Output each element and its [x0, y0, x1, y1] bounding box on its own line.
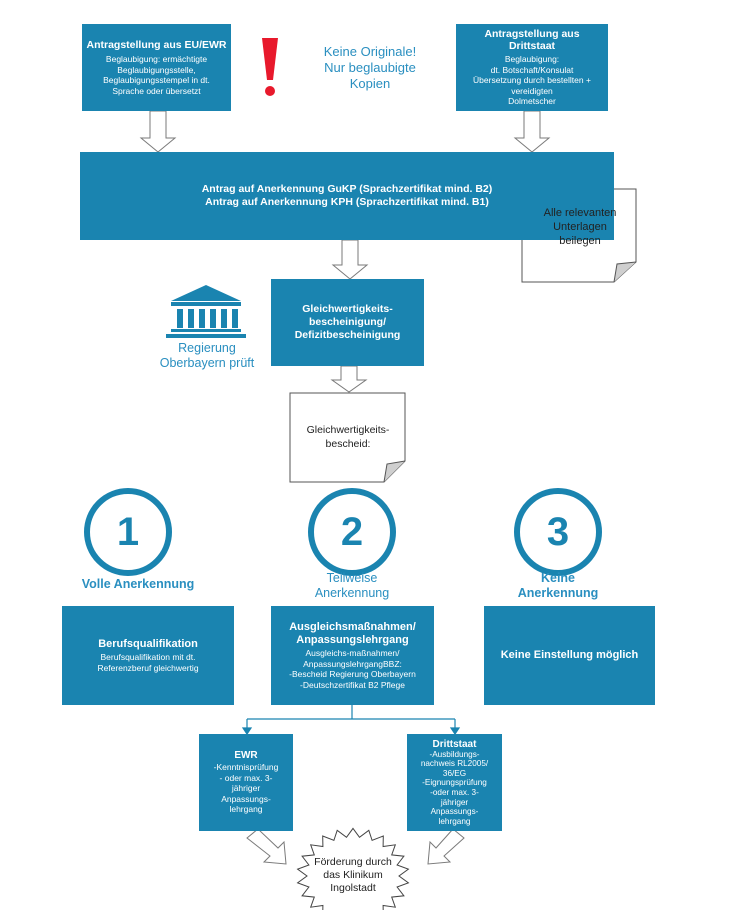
- arrow-down-left-top: [139, 110, 177, 153]
- warning-line: Kopien: [349, 76, 391, 91]
- partial-box-line: Ausgleichs-maßnahmen/: [305, 648, 400, 658]
- funding-line: Ingolstadt: [330, 882, 376, 894]
- third-country-line: vereidigten: [511, 85, 553, 96]
- partial-box-line: -Deutschzertifikat B2 Pflege: [300, 679, 405, 690]
- outcome-label-line: Teilweise: [326, 571, 378, 585]
- partial-box-title: Ausgleichsmaßnahmen/: [289, 621, 416, 633]
- outcome-label-1: Volle Anerkennung: [58, 577, 218, 592]
- arrow-down-right-top: [513, 110, 551, 153]
- ewr-box-line: lehrgang: [229, 804, 263, 815]
- partial-box-line: -Bescheid Regierung Oberbayern: [289, 669, 416, 679]
- decision-note-line: bescheid:: [325, 438, 371, 450]
- full-recognition-box: Berufsqualifikation Berufsqualifikation …: [62, 606, 234, 705]
- warning-line: Nur beglaubigte: [324, 60, 416, 75]
- equivalence-box: Gleichwertigkeits- bescheinigung/ Defizi…: [271, 279, 424, 366]
- third-country-title: Drittstaat: [508, 40, 556, 53]
- third-box-title: Drittstaat: [432, 738, 477, 750]
- equivalence-line: Defizitbescheinigung: [294, 329, 401, 341]
- government-building-icon: [166, 285, 246, 338]
- outcome-number-3: 3: [546, 510, 570, 554]
- third-box-line: -Ausbildungs-: [429, 749, 480, 759]
- ewr-box: EWR -Kenntnisprüfung - oder max. 3- jähr…: [199, 734, 293, 831]
- third-box-line: Anpassungs-: [430, 807, 479, 817]
- ewr-box-line: Anpassungs-: [221, 793, 271, 804]
- full-box-title: Berufsqualifikation: [98, 638, 198, 650]
- eu-ewr-line: Beglaubigungsstelle,: [117, 64, 196, 75]
- third-box-line: 36/EG: [442, 768, 467, 778]
- eu-ewr-title: Antragstellung aus EU/EWR: [86, 39, 227, 51]
- application-line: Antrag auf Anerkennung KPH (Sprachzertif…: [205, 196, 489, 208]
- third-country-line: dt. Botschaft/Konsulat: [490, 64, 574, 75]
- eu-ewr-application-box: Antragstellung aus EU/EWR Beglaubigung: …: [82, 24, 231, 111]
- attachments-note-line: beilegen: [559, 235, 601, 247]
- third-country-line: Dolmetscher: [508, 96, 556, 107]
- third-country-title: Antragstellung aus: [484, 28, 580, 41]
- funding-line: Förderung durch: [314, 856, 392, 868]
- none-box-title: Keine Einstellung möglich: [500, 649, 639, 661]
- funding-seal: [296, 827, 410, 910]
- partial-recognition-box: Ausgleichsmaßnahmen/ Anpassungslehrgang …: [271, 606, 434, 705]
- exclamation-icon: [262, 38, 278, 96]
- outcome-label-line: Keine: [540, 571, 576, 585]
- government-line: Oberbayern prüft: [159, 356, 255, 370]
- attachments-note-line: Unterlagen: [553, 221, 607, 233]
- decision-note-line: Gleichwertigkeits-: [306, 424, 390, 436]
- ewr-box-line: jähriger: [231, 783, 261, 794]
- outcome-label-line: Anerkennung: [517, 586, 599, 600]
- partial-box-title: Anpassungslehrgang: [296, 634, 409, 646]
- warning-line: Keine Originale!: [323, 44, 417, 59]
- full-box-line: Berufsqualifikation mit dt.: [100, 652, 196, 662]
- government-label: Regierung Oberbayern prüft: [140, 341, 274, 371]
- attachments-note-line: Alle relevanten: [543, 207, 617, 219]
- third-country-application-box: Antragstellung aus Drittstaat Beglaubigu…: [456, 24, 608, 111]
- attachments-note: Alle relevanten Unterlagen beilegen: [524, 206, 636, 248]
- third-box-line: jähriger: [440, 797, 469, 807]
- application-box: Antrag auf Anerkennung GuKP (Sprachzerti…: [80, 152, 614, 240]
- third-country-line: Beglaubigung:: [504, 54, 560, 65]
- third-box-line: lehrgang: [438, 816, 471, 826]
- ewr-box-title: EWR: [234, 750, 258, 762]
- arrow-down-to-equivalence: [331, 239, 369, 280]
- third-box-line: -Eignungsprüfung: [422, 778, 487, 788]
- outcome-label-2: Teilweise Anerkennung: [282, 571, 422, 601]
- outcome-circle-2: [308, 488, 396, 576]
- funding-line: das Klinikum: [323, 869, 383, 881]
- outcome-circle-1: [84, 488, 172, 576]
- arrow-to-funding-right: [427, 828, 465, 865]
- eu-ewr-line: Beglaubigung: ermächtigte: [105, 54, 208, 64]
- full-box-line: Referenzberuf gleichwertig: [97, 662, 199, 673]
- application-line: Antrag auf Anerkennung GuKP (Sprachzerti…: [201, 183, 493, 195]
- outcome-label-line: Volle Anerkennung: [81, 577, 195, 591]
- funding-text: Förderung durch das Klinikum Ingolstadt: [300, 856, 406, 895]
- decision-note: Gleichwertigkeits- bescheid:: [292, 423, 404, 451]
- third-country-box: Drittstaat -Ausbildungs- nachweis RL2005…: [407, 734, 502, 831]
- outcome-number-1: 1: [116, 510, 140, 554]
- warning-text: Keine Originale! Nur beglaubigte Kopien: [300, 44, 440, 92]
- ewr-box-line: - oder max. 3-: [219, 772, 273, 783]
- arrow-down-to-decision: [330, 365, 368, 393]
- equivalence-line: Gleichwertigkeits-: [302, 303, 393, 315]
- outcome-label-line: Anerkennung: [314, 586, 390, 600]
- eu-ewr-line: Sprache oder übersetzt: [112, 85, 201, 96]
- third-box-line: nachweis RL2005/: [420, 759, 489, 769]
- outcome-circle-3: [514, 488, 602, 576]
- third-country-line: Übersetzung durch bestellten +: [473, 75, 591, 86]
- government-line: Regierung: [178, 341, 236, 355]
- third-box-line: -oder max. 3-: [430, 788, 479, 797]
- ewr-box-line: -Kenntnisprüfung: [213, 762, 279, 773]
- equivalence-line: bescheinigung/: [308, 316, 386, 328]
- partial-box-line: AnpassungslehrgangBBZ:: [303, 658, 402, 669]
- outcome-label-3: Keine Anerkennung: [488, 571, 628, 601]
- no-recognition-box: Keine Einstellung möglich: [484, 606, 655, 705]
- outcome-number-2: 2: [340, 510, 364, 554]
- arrow-to-funding-left: [246, 828, 287, 865]
- eu-ewr-line: Beglaubigungsstempel in dt.: [103, 75, 210, 85]
